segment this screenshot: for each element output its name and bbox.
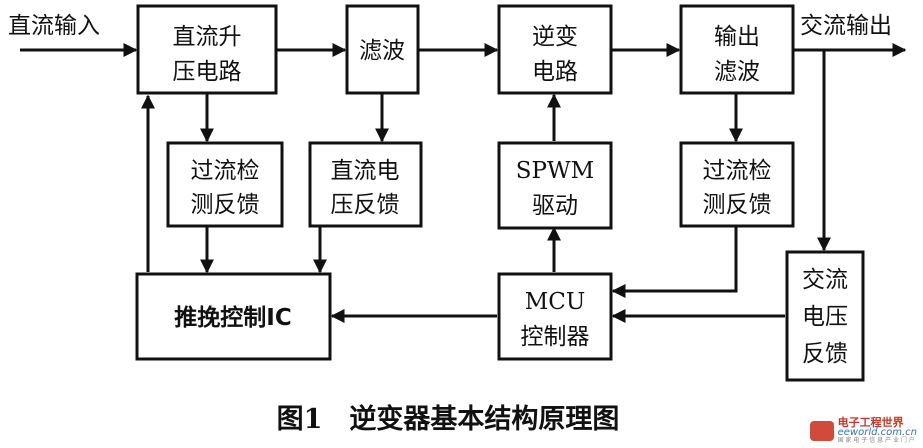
block-ac-fb-line2: 电压 xyxy=(802,304,848,330)
block-spwm-line1: SPWM xyxy=(516,158,594,184)
connections xyxy=(20,43,907,323)
block-overcurrent-left-line1: 过流检 xyxy=(191,158,260,184)
arrow-overcurrent-right-to-mcu xyxy=(611,226,738,298)
block-push-pull-ic: 推挽控制IC xyxy=(135,272,332,361)
block-ac-fb-line3: 反馈 xyxy=(802,341,848,367)
block-overcurrent-feedback-left: 过流检 测反馈 xyxy=(166,141,284,228)
watermark-url: eeworld.com.cn xyxy=(837,427,917,438)
eeworld-logo-icon xyxy=(809,420,834,441)
block-spwm-line2: 驱动 xyxy=(532,193,578,219)
block-boost-circuit: 直流升 压电路 xyxy=(136,4,278,95)
block-mcu-controller: MCU 控制器 xyxy=(497,272,613,361)
figure-caption: 图1 逆变器基本结构原理图 xyxy=(277,403,620,435)
block-boost-line1: 直流升 xyxy=(173,24,242,50)
block-output-filter-line2: 滤波 xyxy=(714,59,760,85)
block-output-filter-line1: 输出 xyxy=(714,24,760,50)
block-ac-fb-line1: 交流 xyxy=(802,267,848,293)
block-overcurrent-feedback-right: 过流检 测反馈 xyxy=(679,141,795,228)
block-overcurrent-right-line2: 测反馈 xyxy=(703,192,772,218)
block-filter: 滤波 xyxy=(345,4,420,95)
block-overcurrent-left-line2: 测反馈 xyxy=(191,192,260,218)
block-inverter-line1: 逆变 xyxy=(532,24,578,50)
block-output-filter: 输出 滤波 xyxy=(679,4,795,95)
block-dc-voltage-feedback: 直流电 压反馈 xyxy=(308,141,423,228)
block-push-pull-label: 推挽控制IC xyxy=(174,304,291,331)
block-dc-voltage-fb-line1: 直流电 xyxy=(331,158,400,184)
block-mcu-line2: 控制器 xyxy=(521,324,590,350)
block-boost-line2: 压电路 xyxy=(173,59,242,85)
block-ac-voltage-feedback: 交流 电压 反馈 xyxy=(785,250,865,382)
ac-output-label: 交流输出 xyxy=(800,13,892,39)
eeworld-watermark: 电子工程世界 eeworld.com.cn 国 家 电 子 信 息 产 业 门 … xyxy=(809,417,917,444)
block-spwm-drive: SPWM 驱动 xyxy=(497,141,613,230)
block-dc-voltage-fb-line2: 压反馈 xyxy=(331,192,400,218)
dc-input-label: 直流输入 xyxy=(8,13,100,39)
block-inverter-line2: 电路 xyxy=(532,59,578,85)
block-inverter-circuit: 逆变 电路 xyxy=(497,4,613,95)
watermark-text-group: 电子工程世界 eeworld.com.cn 国 家 电 子 信 息 产 业 门 … xyxy=(838,417,917,444)
block-mcu-line1: MCU xyxy=(525,289,586,315)
watermark-name: 电子工程世界 xyxy=(837,416,904,429)
watermark-sub: 国 家 电 子 信 息 产 业 门 户 xyxy=(837,437,915,444)
block-overcurrent-right-line1: 过流检 xyxy=(703,158,772,184)
block-filter-line1: 滤波 xyxy=(359,38,405,64)
